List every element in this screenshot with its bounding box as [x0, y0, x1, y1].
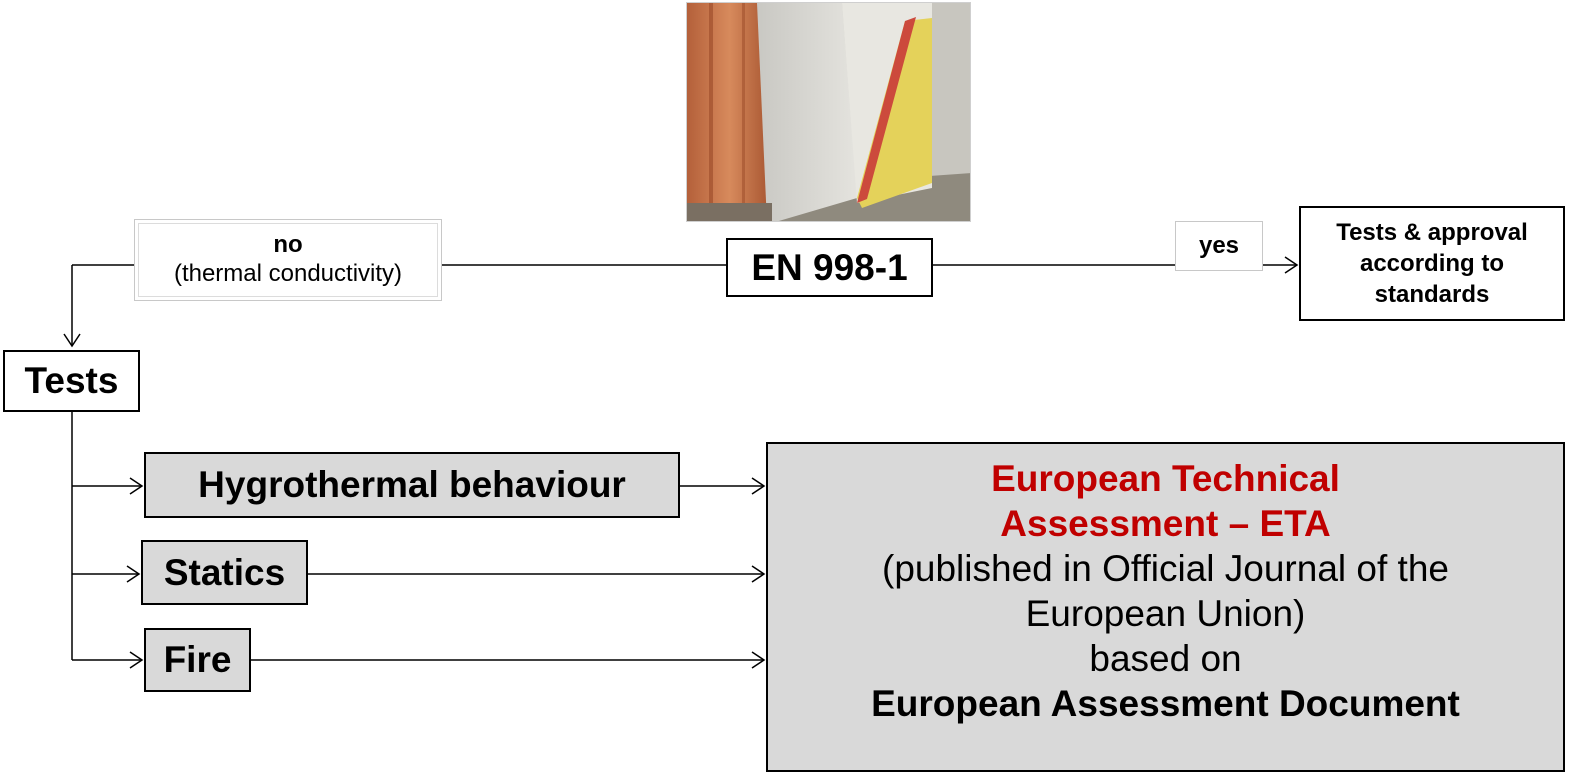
statics-label: Statics: [163, 551, 286, 593]
arrowhead-eta-1: [751, 477, 766, 495]
eta-body-line-2: European Union): [1025, 593, 1306, 634]
arrowhead-tests: [63, 333, 81, 348]
arrowhead-hygro: [129, 477, 144, 495]
hygrothermal-label: Hygrothermal behaviour: [198, 464, 626, 505]
approval-line-2: according to: [1359, 249, 1504, 277]
approval-box: Tests & approval according to standards: [1299, 206, 1565, 321]
approval-line-3: standards: [1374, 281, 1490, 309]
no-label: no: [273, 231, 303, 259]
eta-bold-line: European Assessment Document: [871, 683, 1460, 724]
approval-line-1: Tests & approval: [1336, 218, 1528, 246]
fire-box: Fire: [144, 628, 251, 692]
no-branch-label: no (thermal conductivity): [134, 219, 442, 301]
statics-box: Statics: [141, 540, 308, 605]
arrowhead-eta-2: [751, 565, 766, 583]
yes-branch-label: yes: [1175, 221, 1263, 271]
en-standard-label: EN 998-1: [751, 246, 908, 288]
tests-box: Tests: [3, 350, 140, 412]
plaster-sample-image: [687, 3, 970, 221]
yes-label: yes: [1198, 232, 1240, 259]
eta-box: European Technical Assessment – ETA (pub…: [766, 442, 1565, 772]
plaster-sample-photo: [686, 2, 971, 222]
arrowhead-statics: [126, 565, 141, 583]
eta-title-line-2: Assessment – ETA: [1000, 503, 1331, 544]
thermal-conductivity-label: (thermal conductivity): [173, 260, 403, 287]
arrowhead-approval: [1284, 256, 1299, 274]
arrowhead-eta-3: [751, 651, 766, 669]
hygrothermal-box: Hygrothermal behaviour: [144, 452, 680, 518]
en-standard-box: EN 998-1: [726, 238, 933, 297]
eta-body-line-1: (published in Official Journal of the: [882, 548, 1449, 589]
eta-body-line-3: based on: [1089, 638, 1242, 679]
arrowhead-fire: [129, 651, 144, 669]
fire-label: Fire: [163, 639, 232, 680]
tests-label: Tests: [24, 360, 119, 401]
eta-title-line-1: European Technical: [991, 458, 1340, 499]
